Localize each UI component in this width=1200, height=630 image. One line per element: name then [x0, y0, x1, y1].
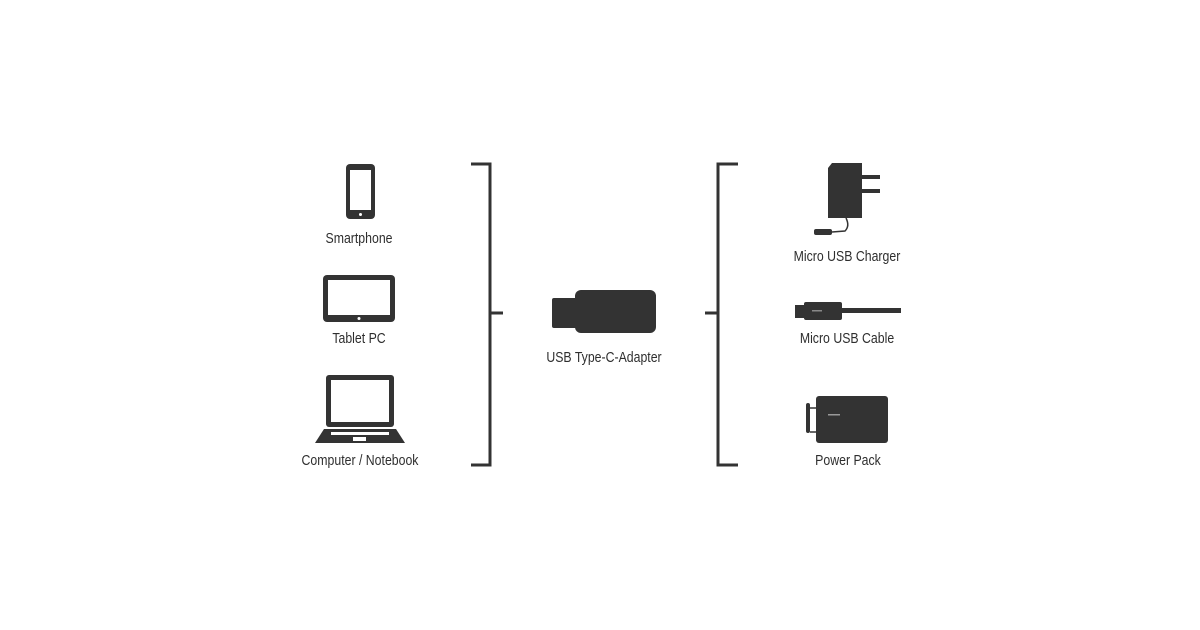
smartphone-label: Smartphone	[325, 230, 393, 247]
cable-label: Micro USB Cable	[799, 330, 895, 347]
usb-c-adapter-icon	[552, 290, 656, 333]
left-bracket	[471, 162, 503, 467]
laptop-icon	[315, 375, 405, 443]
laptop-label: Computer / Notebook	[301, 452, 419, 469]
power-pack-icon	[806, 396, 888, 443]
charger-label: Micro USB Charger	[793, 248, 901, 265]
right-bracket	[705, 162, 738, 467]
power-pack-label: Power Pack	[815, 452, 881, 469]
charger-icon	[814, 163, 880, 235]
usb-cable-icon	[795, 302, 901, 320]
tablet-label: Tablet PC	[332, 330, 386, 347]
tablet-icon	[323, 275, 395, 322]
smartphone-icon	[346, 164, 375, 219]
adapter-label: USB Type-C-Adapter	[546, 349, 662, 366]
